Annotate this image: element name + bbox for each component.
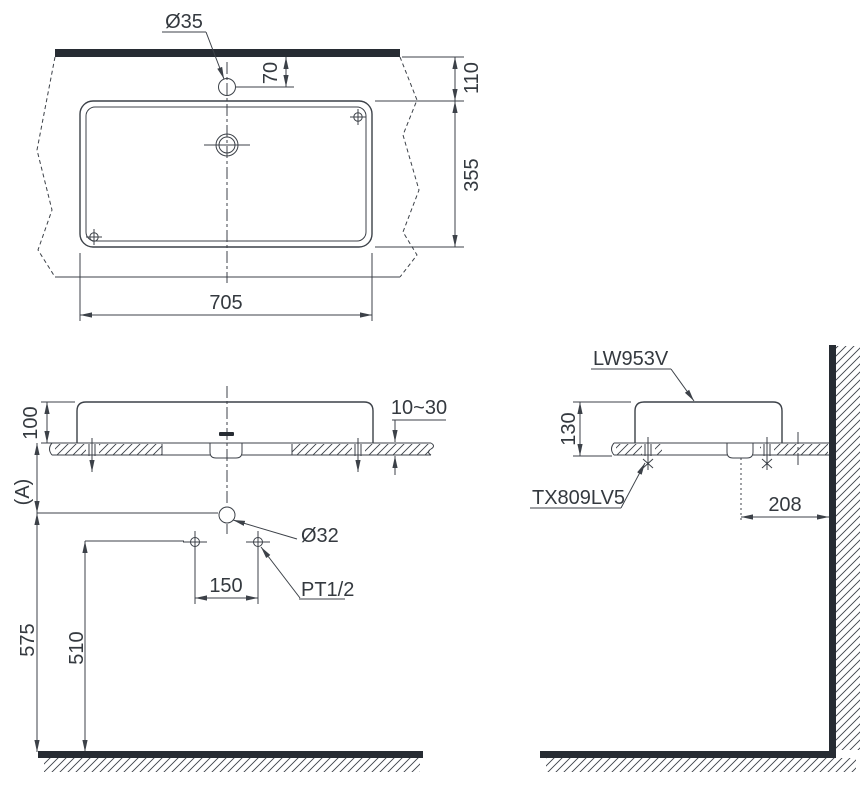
counter-thickness-value: 10~30 xyxy=(391,397,447,419)
callout-faucet-hole: Ø35 xyxy=(162,11,225,80)
overflow-slot xyxy=(219,432,234,436)
drain-diameter-label: Ø32 xyxy=(301,525,339,547)
dim-counter-thickness: 10~30 xyxy=(391,397,447,475)
leader-line xyxy=(232,519,298,540)
callout-drain-diameter: Ø32 xyxy=(232,519,339,547)
callout-fixing: TX809LV5 xyxy=(530,462,646,509)
dim-drain-to-wall: 208 xyxy=(741,494,829,520)
registration-mark xyxy=(86,229,102,245)
counter-end-bullnose xyxy=(611,442,615,456)
dim-basin-width: 705 xyxy=(79,253,373,321)
mounting-bolt xyxy=(761,437,773,470)
dim-basin-height: 130 xyxy=(558,401,631,457)
counter-hatch xyxy=(55,444,162,455)
dim-wall-to-basin: 110 xyxy=(375,56,483,102)
drain-to-wall-value: 208 xyxy=(768,494,801,516)
floor-hatch xyxy=(44,758,420,772)
supply-thread-label: PT1/2 xyxy=(301,579,354,601)
counter-end-bullnose xyxy=(49,442,53,456)
floor-hatch xyxy=(546,758,856,772)
supply-pitch-value: 150 xyxy=(209,575,242,597)
basin-width-value: 705 xyxy=(209,292,242,314)
basin-height-value: 130 xyxy=(558,412,580,445)
front-view: 100 10~30 (A) 575 510 Ø32 xyxy=(12,386,447,772)
counter-break-line-right xyxy=(399,56,420,278)
supply-height-value: 510 xyxy=(66,631,88,664)
dim-floor-to-drain: 575 xyxy=(17,513,40,752)
basin-outline-inner xyxy=(85,106,367,242)
dim-floor-to-supply: 510 xyxy=(66,540,184,752)
basin-section-outline xyxy=(76,401,374,443)
wall-hatch xyxy=(836,346,860,750)
drain-height-value: 575 xyxy=(17,623,39,656)
basin-depth-value: 355 xyxy=(461,158,483,191)
supply-hole xyxy=(183,531,207,553)
supply-hole xyxy=(246,531,270,553)
counter-break-line-left xyxy=(36,56,56,278)
wall-section-bar xyxy=(829,345,836,758)
wall-to-basin-value: 110 xyxy=(461,62,483,94)
drain-outlet xyxy=(218,506,236,524)
fixing-label: TX809LV5 xyxy=(532,487,625,509)
top-view: Ø35 70 110 355 705 xyxy=(36,11,483,321)
callout-supply-thread: PT1/2 xyxy=(260,546,354,601)
dim-counter-to-drain: (A) xyxy=(12,443,218,514)
drain-recess xyxy=(726,443,754,459)
dim-rim-above-counter: 100 xyxy=(20,401,75,444)
wall-section-bar xyxy=(55,49,400,57)
basin-section-outline xyxy=(634,401,783,443)
counter-hatch xyxy=(616,444,662,455)
dim-a-label: (A) xyxy=(12,479,34,506)
floor-section-bar xyxy=(540,751,836,758)
leader-line xyxy=(670,368,695,402)
mounting-bolt xyxy=(354,438,362,472)
faucet-offset-value: 70 xyxy=(260,62,282,84)
basin-outline-outer xyxy=(79,100,373,248)
leader-line xyxy=(260,546,301,599)
model-label: LW953V xyxy=(593,348,669,370)
dim-supply-pitch: 150 xyxy=(194,553,259,604)
floor-section-bar xyxy=(38,751,423,758)
counter-hatch xyxy=(760,444,828,455)
dim-faucet-offset: 70 xyxy=(236,57,294,88)
drain-recess xyxy=(209,443,243,459)
rim-height-value: 100 xyxy=(20,406,42,439)
callout-model: LW953V xyxy=(591,348,695,402)
mounting-bolt xyxy=(88,438,96,472)
registration-mark xyxy=(350,109,366,125)
counter-break-curve xyxy=(428,442,434,456)
side-view: 130 LW953V TX809LV5 208 xyxy=(530,345,860,772)
faucet-hole-diameter-label: Ø35 xyxy=(165,11,203,33)
mounting-bolt xyxy=(642,437,654,470)
leader-line xyxy=(205,31,225,80)
leader-line xyxy=(620,462,646,509)
dim-basin-depth: 355 xyxy=(375,101,483,248)
